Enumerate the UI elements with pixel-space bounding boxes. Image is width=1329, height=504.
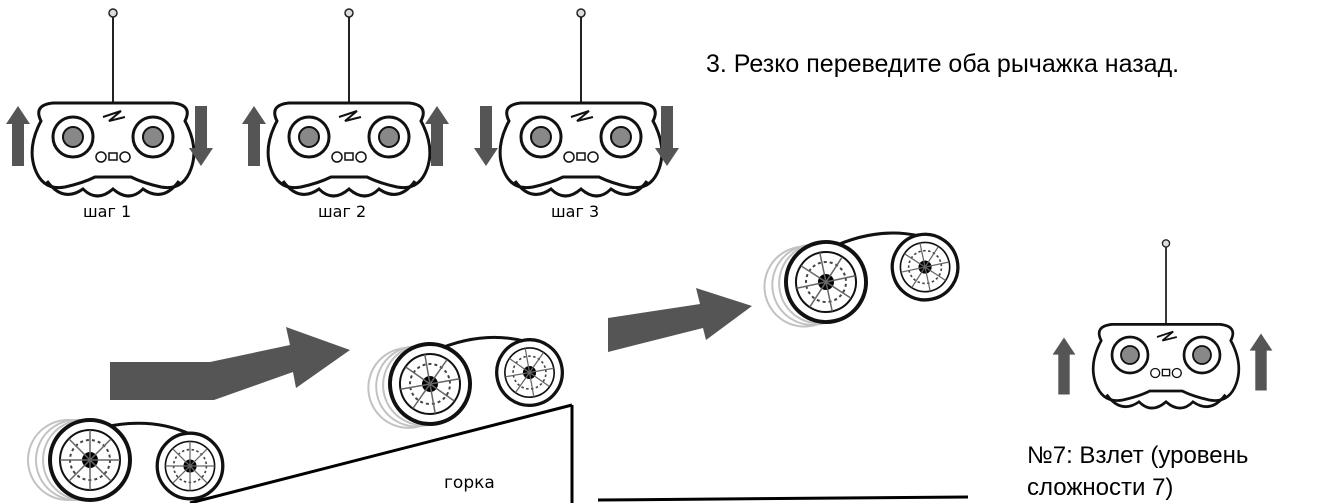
remote-control-icon xyxy=(268,9,430,196)
car-wheel-icon xyxy=(28,420,223,500)
step3-remote xyxy=(474,9,679,196)
motion-arrow-icon xyxy=(608,288,752,352)
step2-remote xyxy=(242,9,449,196)
step-1-label: шаг 1 xyxy=(83,202,131,221)
remote-control-icon xyxy=(500,9,662,196)
up-arrow-icon xyxy=(1250,334,1273,391)
car-wheel-icon xyxy=(757,215,964,334)
motion-arrow-icon xyxy=(110,327,350,400)
figure-caption: №7: Взлет (уровень сложности 7) xyxy=(1027,440,1248,504)
caption-line-2: сложности 7) xyxy=(1027,472,1248,504)
step1-remote xyxy=(6,9,213,196)
remote-control-icon xyxy=(1093,240,1239,408)
remote-control-icon xyxy=(32,9,194,196)
up-arrow-icon xyxy=(1053,338,1076,395)
ramp xyxy=(190,405,968,503)
level7-remote xyxy=(1053,240,1273,408)
ramp-label: горка xyxy=(444,473,495,493)
caption-line-1: №7: Взлет (уровень xyxy=(1027,440,1248,472)
car-wheel-icon xyxy=(362,322,568,435)
step-3-label: шаг 3 xyxy=(551,202,599,221)
down-arrow-icon xyxy=(474,106,498,166)
instruction-text: 3. Резко переведите оба рычажка назад. xyxy=(706,50,1179,79)
step-2-label: шаг 2 xyxy=(318,202,366,221)
up-arrow-icon xyxy=(6,106,30,166)
up-arrow-icon xyxy=(242,106,266,166)
